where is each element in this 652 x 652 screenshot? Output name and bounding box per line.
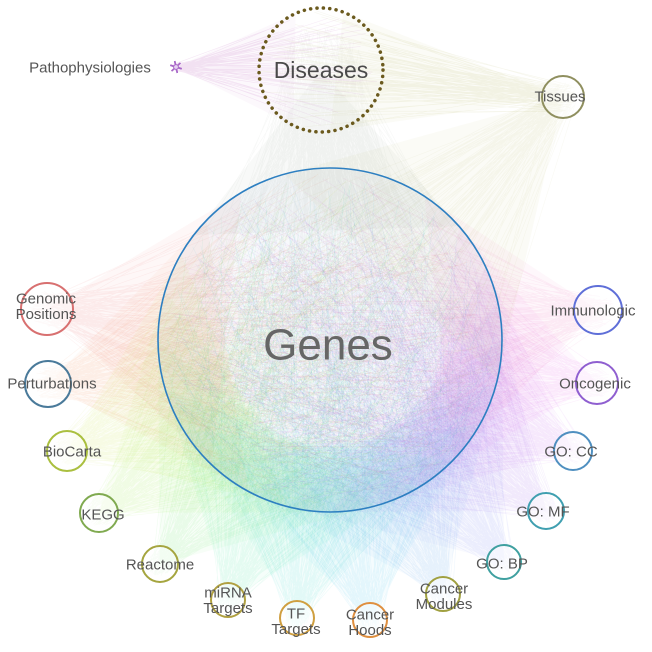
fan-diseases-genes [193, 70, 459, 235]
edges-oncogenic-genes [164, 178, 611, 502]
label-biocarta: BioCarta [43, 443, 102, 460]
edges-tissues-diseases [261, 10, 578, 128]
node-genes[interactable] [157, 167, 503, 513]
node-biocarta[interactable] [46, 430, 88, 472]
label-perturbations: Perturbations [7, 375, 96, 392]
fan-reactome-genes [158, 341, 375, 564]
fan-cancer_hoods-genes [209, 424, 480, 620]
edges-immunologic-genes [172, 175, 614, 491]
label-immunologic: Immunologic [550, 302, 636, 319]
edges-pathophysiologies-diseases [172, 18, 378, 126]
label-layer: Genes Diseases PathophysiologiesTissuesGen… [7, 57, 636, 639]
node-mirna_targets[interactable] [210, 582, 246, 618]
label-kegg: KEGG [81, 506, 124, 523]
fan-kegg-genes [99, 290, 331, 513]
node-diseases[interactable] [257, 6, 385, 134]
fan-genomic_positions-genes [47, 192, 242, 465]
label-genes: Genes [263, 320, 393, 369]
fan-tf_targets-genes [182, 428, 453, 618]
edges-biocarta-genes [53, 179, 491, 504]
node-tissues[interactable] [541, 75, 585, 119]
node-pathophysiologies[interactable] [170, 60, 182, 74]
fan-mirna_targets-genes [165, 389, 418, 600]
label-go_mf: GO: MF [516, 503, 569, 520]
label-pathophysiologies: Pathophysiologies [29, 59, 151, 76]
edges-go_bp-genes [166, 185, 515, 573]
edges-go_mf-genes [180, 179, 559, 524]
node-tf_targets[interactable] [279, 600, 315, 636]
fan-biocarta-genes [67, 253, 288, 507]
fan-go_mf-genes [330, 301, 546, 512]
node-go_cc[interactable] [553, 431, 593, 471]
node-oncogenic[interactable] [575, 361, 619, 405]
node-go_bp[interactable] [486, 544, 522, 580]
label-go_cc: GO: CC [544, 443, 598, 460]
fan-immunologic-genes [424, 196, 598, 460]
fan-perturbations-genes [48, 220, 249, 492]
edges-cancer_modules-genes [168, 180, 495, 606]
fan-oncogenic-genes [416, 226, 597, 489]
node-cancer_modules[interactable] [425, 576, 461, 612]
edges-genomic_positions-genes [29, 175, 476, 494]
edges-kegg-genes [86, 193, 494, 526]
edges-reactome-genes [147, 178, 481, 576]
edges-tissues-genes [171, 82, 577, 507]
node-reactome[interactable] [141, 545, 179, 583]
node-go_mf[interactable] [527, 492, 565, 530]
fan-glow-layer [47, 12, 598, 620]
fan-tissues-diseases [330, 12, 563, 132]
fan-go_cc-genes [376, 266, 573, 506]
node-layer [20, 6, 623, 638]
label-go_bp: GO: BP [476, 555, 528, 572]
fan-cancer_modules-genes [249, 382, 497, 594]
fan-tissues-genes [284, 97, 563, 379]
label-oncogenic: Oncogenic [559, 375, 631, 392]
label-reactome: Reactome [126, 556, 194, 573]
edges-go_cc-genes [173, 178, 587, 500]
label-tissues: Tissues [534, 88, 585, 105]
label-diseases: Diseases [274, 57, 369, 83]
star-center [173, 64, 179, 70]
edges-tf_targets-genes [166, 188, 494, 630]
edge-layer [29, 10, 614, 632]
node-cancer_hoods[interactable] [352, 602, 388, 638]
edges-mirna_targets-genes [167, 181, 494, 612]
node-genomic_positions[interactable] [20, 282, 74, 336]
node-immunologic[interactable] [573, 285, 623, 335]
fan-go_bp-genes [287, 338, 504, 562]
edges-diseases-genes [167, 28, 491, 505]
node-kegg[interactable] [79, 493, 119, 533]
node-perturbations[interactable] [24, 360, 72, 408]
